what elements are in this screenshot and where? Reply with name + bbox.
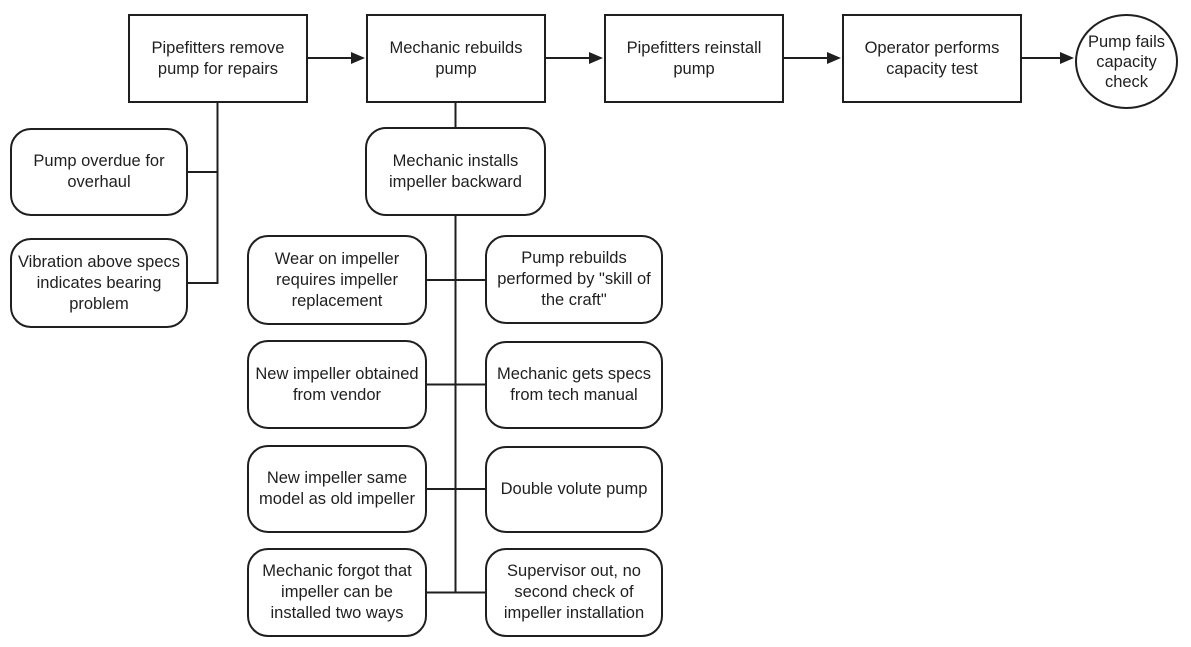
cause-box-specs-tech-manual: Mechanic gets specs from tech manual bbox=[485, 341, 663, 429]
event-label: Pipefitters remove pump for repairs bbox=[151, 38, 285, 78]
cause-box-wear-on-impeller: Wear on impeller requires impeller repla… bbox=[247, 235, 427, 325]
cause-box-double-volute: Double volute pump bbox=[485, 446, 663, 533]
event-box-pipefitters-remove: Pipefitters remove pump for repairs bbox=[128, 14, 308, 103]
cause-box-new-impeller-vendor: New impeller obtained from vendor bbox=[247, 340, 427, 429]
event-label: Operator performs capacity test bbox=[864, 38, 1000, 78]
event-label: Mechanic rebuilds pump bbox=[389, 38, 523, 78]
cause-label: Supervisor out, no second check of impel… bbox=[503, 562, 645, 622]
cause-label: Pump rebuilds performed by "skill of the… bbox=[497, 249, 651, 309]
event-label: Pump fails capacity check bbox=[1087, 32, 1166, 91]
cause-label: Vibration above specs indicates bearing … bbox=[17, 252, 181, 313]
cause-label: Double volute pump bbox=[500, 480, 648, 498]
cause-box-same-model: New impeller same model as old impeller bbox=[247, 445, 427, 533]
event-box-pipefitters-reinstall: Pipefitters reinstall pump bbox=[604, 14, 784, 103]
cause-label: Mechanic installs impeller backward bbox=[389, 151, 522, 191]
cause-label: Mechanic gets specs from tech manual bbox=[496, 365, 652, 404]
cause-box-vibration: Vibration above specs indicates bearing … bbox=[10, 238, 188, 328]
event-label: Pipefitters reinstall pump bbox=[626, 38, 762, 78]
cause-label: New impeller same model as old impeller bbox=[259, 469, 415, 508]
cause-box-skill-of-craft: Pump rebuilds performed by "skill of the… bbox=[485, 235, 663, 324]
cause-box-impeller-backward: Mechanic installs impeller backward bbox=[365, 127, 546, 216]
cause-label: New impeller obtained from vendor bbox=[255, 364, 419, 404]
cause-label: Mechanic forgot that impeller can be ins… bbox=[262, 562, 412, 622]
cause-box-supervisor-out: Supervisor out, no second check of impel… bbox=[485, 548, 663, 637]
cause-label: Wear on impeller requires impeller repla… bbox=[274, 249, 400, 310]
end-circle-pump-fails: Pump fails capacity check bbox=[1075, 14, 1178, 109]
cause-box-pump-overdue: Pump overdue for overhaul bbox=[10, 128, 188, 216]
event-box-operator-test: Operator performs capacity test bbox=[842, 14, 1022, 103]
event-box-mechanic-rebuilds: Mechanic rebuilds pump bbox=[366, 14, 546, 103]
cause-box-mechanic-forgot: Mechanic forgot that impeller can be ins… bbox=[247, 548, 427, 637]
cause-label: Pump overdue for overhaul bbox=[33, 152, 165, 191]
